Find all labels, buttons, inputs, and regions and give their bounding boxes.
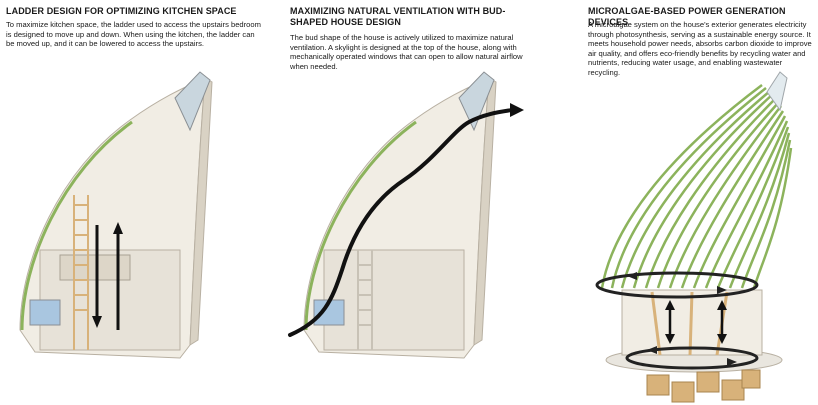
- upper-ring-arrowhead: [627, 272, 637, 280]
- lower-ring-arrowhead: [727, 358, 737, 366]
- panel-description: A microalgae system on the house's exter…: [588, 20, 812, 77]
- panel-title: LADDER DESIGN FOR OPTIMIZING KITCHEN SPA…: [6, 6, 237, 16]
- window: [29, 299, 61, 326]
- wooden-base-blocks: [646, 369, 761, 403]
- panel-microalgae-power: MICROALGAE-BASED POWER GENERATION DEVICE…: [582, 0, 818, 405]
- panel-title: MICROALGAE-BASED POWER GENERATION DEVICE…: [588, 6, 786, 27]
- airflow-arrowhead: [510, 103, 524, 117]
- panel-natural-ventilation: MAXIMIZING NATURAL VENTILATION WITH BUD-…: [284, 0, 546, 405]
- vertical-flow-arrow-left: [665, 300, 675, 344]
- shell-side: [473, 77, 497, 346]
- ladder: [73, 195, 89, 350]
- panel-ladder-design: LADDER DESIGN FOR OPTIMIZING KITCHEN SPA…: [0, 0, 268, 405]
- panel-title: MAXIMIZING NATURAL VENTILATION WITH BUD-…: [290, 6, 506, 27]
- up-arrow: [113, 222, 123, 330]
- airflow-arrow: [288, 108, 514, 337]
- skylight: [766, 71, 788, 112]
- lower-ring-arrowhead: [647, 346, 657, 354]
- vertical-flow-arrow-right: [717, 300, 727, 344]
- ladder-house-illustration: [19, 71, 213, 359]
- microalgae-house-illustration: [595, 71, 793, 403]
- interior-room: [323, 249, 465, 351]
- green-edge: [20, 120, 133, 331]
- panel-description: To maximize kitchen space, the ladder us…: [6, 20, 261, 49]
- shell-side: [189, 77, 213, 346]
- ventilation-house-illustration: [288, 71, 524, 359]
- panel-description: The bud shape of the house is actively u…: [290, 33, 523, 71]
- upper-ring-arrowhead: [717, 286, 727, 294]
- down-arrow: [92, 225, 102, 328]
- skylight: [174, 71, 211, 132]
- lower-circulation-ring: [625, 346, 759, 370]
- upper-circulation-ring: [595, 271, 759, 299]
- green-edge: [304, 120, 417, 331]
- algae-tubes: [600, 84, 793, 289]
- ladder: [357, 250, 373, 350]
- skylight: [458, 71, 495, 132]
